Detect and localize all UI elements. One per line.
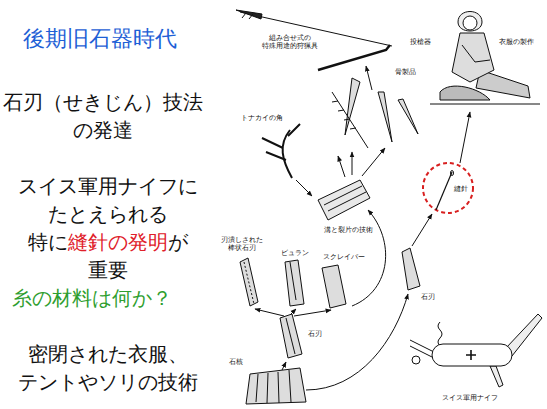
text-line: 特殊用途的狩猟具 [262,42,318,50]
text-line: 石核 [229,358,243,366]
text-line: スクレイパー [323,253,365,261]
text-line: 密閉された衣服、 [18,340,198,368]
highlight-text: 縫針の発明 [68,228,168,256]
text-line: 棒状石刃 [221,244,263,252]
text-line: 特に [28,228,68,256]
text-line: 溝と裂片の技術 [324,226,373,234]
text-line: たとえられる [18,200,198,228]
text-line: 刃潰しされた [221,236,263,244]
part-label: スクレイパー [322,253,366,261]
stone-core [246,368,306,404]
text-line: 重要 [88,256,128,284]
blades-and-tools [240,248,420,358]
slide-text: 重要 [88,256,128,284]
text-line: 縫針 [454,185,468,193]
part-label: 骨製品 [394,68,417,76]
text-line: 石刃 [308,330,322,338]
part-label: 石刃 [420,293,436,301]
text-line: 投槍器 [410,38,431,46]
text-line: ビュラン [281,249,309,257]
needle-highlight [423,163,473,213]
seated-figure [430,12,540,105]
slide-text: 特に [28,228,68,256]
part-label: 溝と裂片の技術 [323,226,374,234]
part-label: 石核 [228,358,244,366]
text-row: 特に縫針の発明が [28,228,188,256]
slide-text: 糸の材料は何か？ [12,284,172,312]
part-label: 組み合せ式の 特殊用途的狩猟具 [261,34,319,51]
text-line: の発達 [3,116,203,144]
text-line: スイス軍用ナイフ [442,394,498,402]
text-line: トナカイの角 [241,114,283,122]
part-label: 衣服の製作 [498,38,535,46]
swiss-army-knife [410,314,542,387]
part-label: ビュラン [280,249,310,257]
text-line: が [168,228,188,256]
part-label: 投槍器 [409,38,432,46]
slide-text: 石刃（せきじん）技法 の発達 [3,88,203,144]
part-label: トナカイの角 [240,114,284,122]
text-line: テントやソリの技術 [18,368,198,396]
text-line: 衣服の製作 [499,38,534,46]
part-label: 石刃 [307,330,323,338]
text-line: 骨製品 [395,68,416,76]
slide-text: が [168,228,188,256]
slide-title: 後期旧石器時代 [23,25,177,53]
text-line: 組み合せ式の [262,34,318,42]
reindeer-antler [262,124,300,178]
spear-thrower [318,45,390,70]
slide-text: スイス軍用ナイフに たとえられる [18,172,198,228]
text-line: 石刃 [421,293,435,301]
flow-arrows [255,66,470,390]
text-line: 縫針の発明 [68,228,168,256]
text-line: スイス軍用ナイフに [18,172,198,200]
text-line: 石刃（せきじん）技法 [3,88,203,116]
bone-tools [332,78,418,148]
text-line: 糸の材料は何か？ [12,284,172,312]
part-label: スイス軍用ナイフ [441,394,499,402]
text-line: 後期旧石器時代 [23,25,177,53]
part-label: 縫針 [453,185,469,193]
grooved-bone [318,180,370,220]
part-label: 刃潰しされた 棒状石刃 [220,236,264,253]
slide-text: 密閉された衣服、 テントやソリの技術 [18,340,198,396]
